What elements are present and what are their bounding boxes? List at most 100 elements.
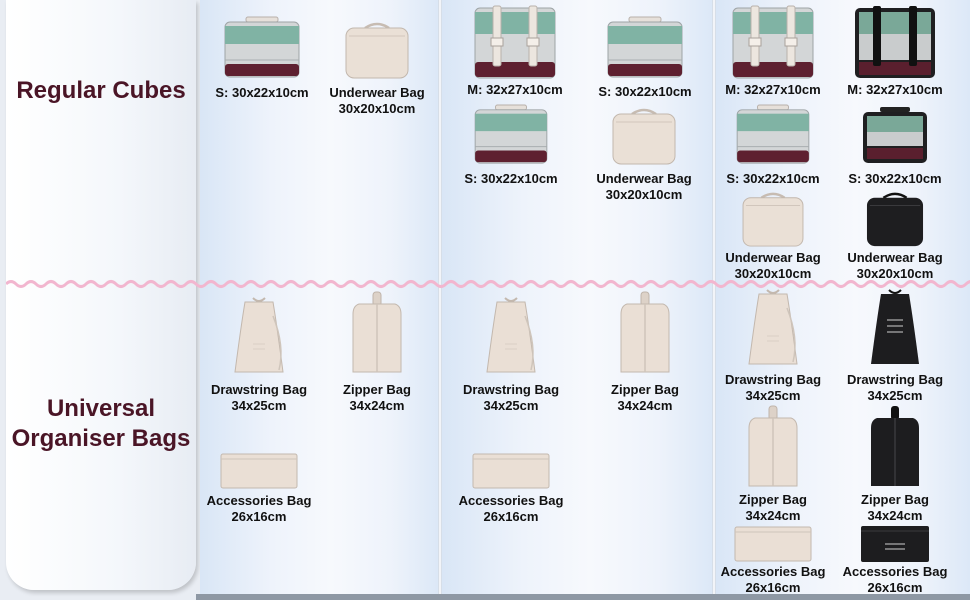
cube-icon — [222, 16, 302, 80]
drawstring-bag-icon — [229, 296, 289, 376]
product-item: M: 32x27x10cm — [713, 4, 833, 98]
item-size: 26x16cm — [867, 580, 923, 595]
bottom-border — [196, 594, 970, 600]
item-name: Accessories Bag — [720, 564, 826, 579]
item-name: Drawstring Bag — [846, 372, 944, 387]
item-name: S: 30x22x10cm — [848, 171, 942, 186]
item-name: Zipper Bag — [739, 492, 807, 507]
item-name: Zipper Bag — [343, 382, 411, 397]
item-name: Underwear Bag — [596, 171, 692, 186]
accessories-bag-icon — [733, 524, 813, 564]
underwear-bag-icon — [863, 190, 927, 248]
drawstring-bag-icon — [743, 288, 803, 368]
column-separator — [712, 0, 716, 598]
row-label-column — [6, 0, 196, 590]
drawstring-bag-icon — [481, 296, 541, 376]
product-item: S: 30x22x10cm — [585, 16, 705, 100]
item-name: Accessories Bag — [458, 493, 564, 508]
product-item: S: 30x22x10cm — [835, 106, 955, 187]
item-name: Drawstring Bag — [462, 382, 560, 397]
item-size: 34x25cm — [231, 398, 287, 413]
row-label-text: Organiser Bags — [11, 425, 191, 452]
item-size: 34x24cm — [867, 508, 923, 523]
product-column-2 — [442, 0, 712, 598]
cube-icon — [733, 104, 813, 166]
item-name: Underwear Bag — [329, 85, 425, 100]
zipper-bag-icon — [867, 404, 923, 490]
item-name: S: 30x22x10cm — [215, 85, 309, 100]
zipper-bag-icon — [349, 290, 405, 376]
cube-icon — [471, 104, 551, 166]
product-item: S: 30x22x10cm — [451, 104, 571, 187]
accessories-bag-icon — [859, 524, 931, 564]
cube-icon — [605, 16, 685, 80]
item-size: 34x25cm — [745, 388, 801, 403]
wavy-divider — [6, 280, 970, 288]
item-size: 26x16cm — [231, 509, 287, 524]
item-name: S: 30x22x10cm — [464, 171, 558, 186]
drawstring-bag-icon — [865, 288, 925, 368]
item-name: Drawstring Bag — [724, 372, 822, 387]
underwear-bag-icon — [739, 190, 807, 248]
zipper-bag-icon — [617, 290, 673, 376]
item-name: Accessories Bag — [842, 564, 948, 579]
cube-icon — [473, 4, 557, 80]
item-name: M: 32x27x10cm — [725, 82, 821, 97]
item-size: 30x20x10cm — [734, 266, 812, 281]
item-size: 34x24cm — [349, 398, 405, 413]
item-name: Underwear Bag — [847, 250, 943, 265]
zipper-bag-icon — [745, 404, 801, 490]
cube-icon — [853, 4, 937, 80]
item-size: 26x16cm — [483, 509, 539, 524]
row-label-text: Universal — [46, 395, 156, 422]
item-size: 34x25cm — [867, 388, 923, 403]
cube-icon — [860, 106, 930, 166]
accessories-bag-icon — [219, 452, 299, 490]
item-name: S: 30x22x10cm — [598, 84, 692, 99]
product-item: S: 30x22x10cm — [713, 104, 833, 187]
item-size: 30x20x10cm — [605, 187, 683, 202]
item-name: Drawstring Bag — [210, 382, 308, 397]
item-size: 34x25cm — [483, 398, 539, 413]
row-label-regular-cubes: Regular Cubes — [6, 76, 196, 106]
column-separator — [438, 0, 442, 598]
item-size: 34x24cm — [745, 508, 801, 523]
item-name: M: 32x27x10cm — [847, 82, 943, 97]
product-item: S: 30x22x10cm — [202, 16, 322, 101]
item-size: 26x16cm — [745, 580, 801, 595]
item-name: Underwear Bag — [725, 250, 821, 265]
underwear-bag-icon — [610, 106, 678, 166]
item-name: Zipper Bag — [611, 382, 679, 397]
item-size: 30x20x10cm — [856, 266, 934, 281]
item-size: 34x24cm — [617, 398, 673, 413]
underwear-bag-icon — [343, 20, 411, 80]
item-name: Accessories Bag — [206, 493, 312, 508]
product-item: M: 32x27x10cm — [835, 4, 955, 98]
product-column-1 — [200, 0, 438, 598]
product-item: M: 32x27x10cm — [455, 4, 575, 98]
item-size: 30x20x10cm — [338, 101, 416, 116]
row-label-text: Regular Cubes — [16, 77, 186, 104]
item-name: Zipper Bag — [861, 492, 929, 507]
item-name: M: 32x27x10cm — [467, 82, 563, 97]
cube-icon — [731, 4, 815, 80]
row-label-universal-bags: Universal Organiser Bags — [6, 394, 196, 454]
accessories-bag-icon — [471, 452, 551, 490]
item-name: S: 30x22x10cm — [726, 171, 820, 186]
